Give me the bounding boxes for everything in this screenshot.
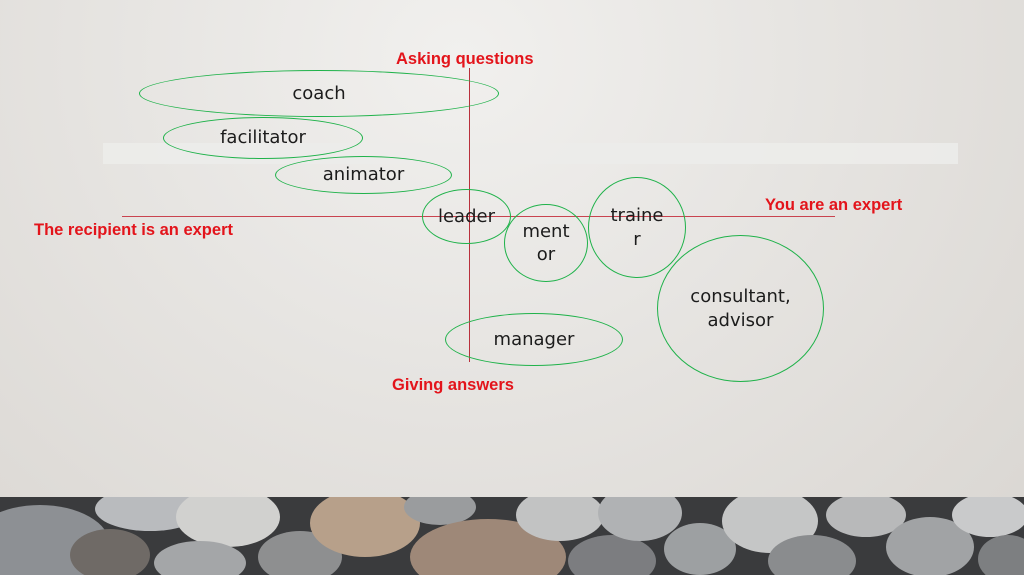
role-mentor: ment or xyxy=(504,204,588,282)
role-label: consultant, advisor xyxy=(690,286,791,331)
role-label: coach xyxy=(292,82,346,104)
role-facilitator: facilitator xyxy=(163,117,363,159)
pebble-stones-image xyxy=(0,497,1024,575)
role-label: leader xyxy=(437,205,495,227)
axis-label-right: You are an expert xyxy=(765,196,903,214)
role-label: facilitator xyxy=(220,127,306,149)
axis-label-top: Asking questions xyxy=(396,50,534,68)
role-coach: coach xyxy=(139,70,499,117)
axis-label-left: The recipient is an expert xyxy=(34,221,233,239)
role-consultant-advisor: consultant, advisor xyxy=(657,235,824,382)
role-leader: leader xyxy=(422,189,511,244)
axis-label-bottom: Giving answers xyxy=(392,376,514,394)
role-label: manager xyxy=(493,328,575,350)
role-animator: animator xyxy=(275,156,452,194)
role-label: animator xyxy=(322,164,405,186)
role-manager: manager xyxy=(445,313,623,366)
role-trainer: traine r xyxy=(588,177,686,278)
role-label: ment or xyxy=(522,220,570,265)
role-label: traine r xyxy=(610,205,664,250)
